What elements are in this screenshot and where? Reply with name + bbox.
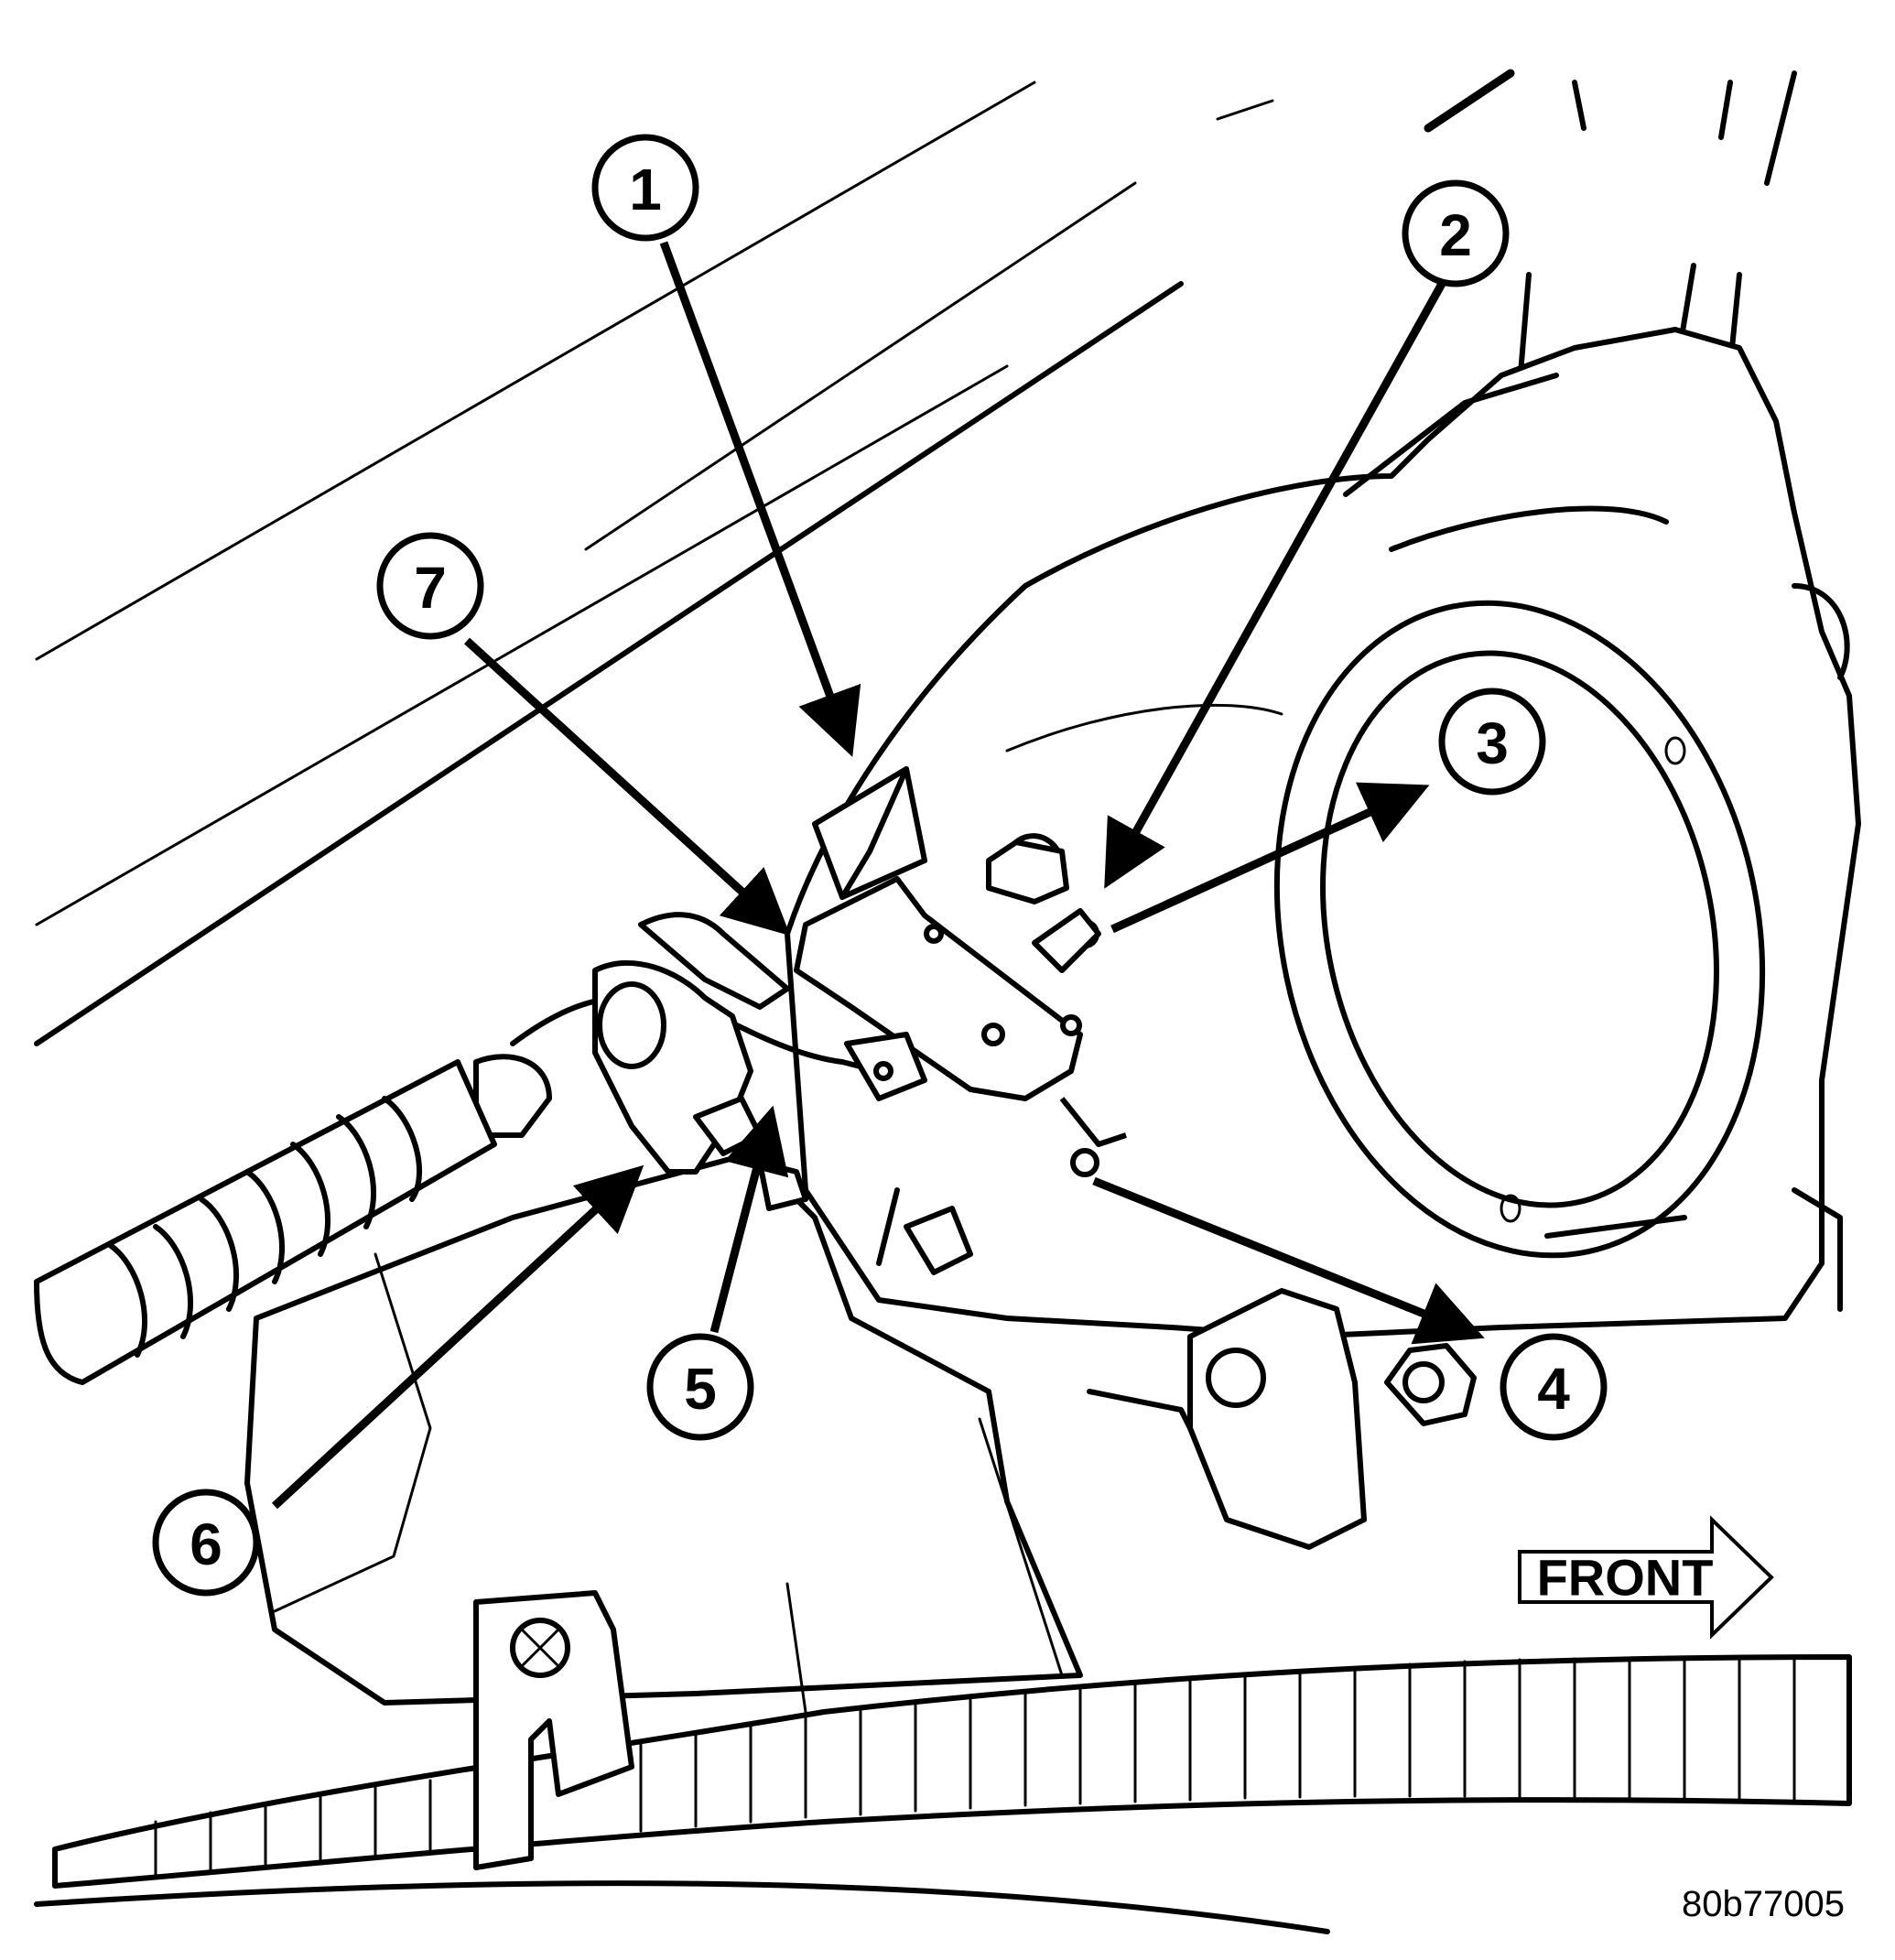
callout-4: 4 (1500, 1333, 1608, 1441)
callout-2: 2 (1402, 179, 1510, 287)
cable-bracket (592, 912, 808, 1211)
callout-label-5: 5 (684, 1356, 717, 1422)
frame-rail-lines (34, 69, 1797, 1046)
figure-id: 80b77005 (1682, 1884, 1845, 1924)
wire-harness (34, 1654, 1852, 1934)
callout-6: 6 (152, 1489, 260, 1597)
leader-4 (1092, 1176, 1485, 1345)
shift-cable (34, 1054, 552, 1385)
front-label: FRONT (1537, 1549, 1714, 1607)
cable-boot (34, 1059, 497, 1385)
callout-label-6: 6 (190, 1511, 222, 1577)
harness-clip (473, 1590, 634, 1870)
leader-1 (659, 241, 861, 757)
retaining-clip (812, 766, 927, 900)
leader-2 (1104, 281, 1446, 889)
callout-label-2: 2 (1439, 202, 1472, 268)
callout-3: 3 (1438, 688, 1546, 796)
adapter-flange (1273, 600, 1766, 1259)
front-direction-arrow: FRONT (1518, 1515, 1774, 1640)
callout-7: 7 (376, 532, 484, 640)
front-arrow-icon (1518, 1515, 1774, 1640)
bolts (904, 839, 1477, 1426)
leader-3 (1110, 782, 1430, 934)
callout-1: 1 (591, 134, 699, 242)
leader-6 (271, 1164, 644, 1510)
mounting-tab (1087, 1288, 1367, 1550)
callout-label-3: 3 (1476, 710, 1509, 776)
leader-5 (709, 1105, 789, 1334)
callout-label-4: 4 (1537, 1356, 1570, 1422)
leader-lines (271, 241, 1485, 1510)
callout-label-7: 7 (414, 555, 447, 621)
callout-label-1: 1 (629, 157, 662, 222)
leader-7 (463, 637, 791, 937)
callout-5: 5 (646, 1333, 754, 1441)
